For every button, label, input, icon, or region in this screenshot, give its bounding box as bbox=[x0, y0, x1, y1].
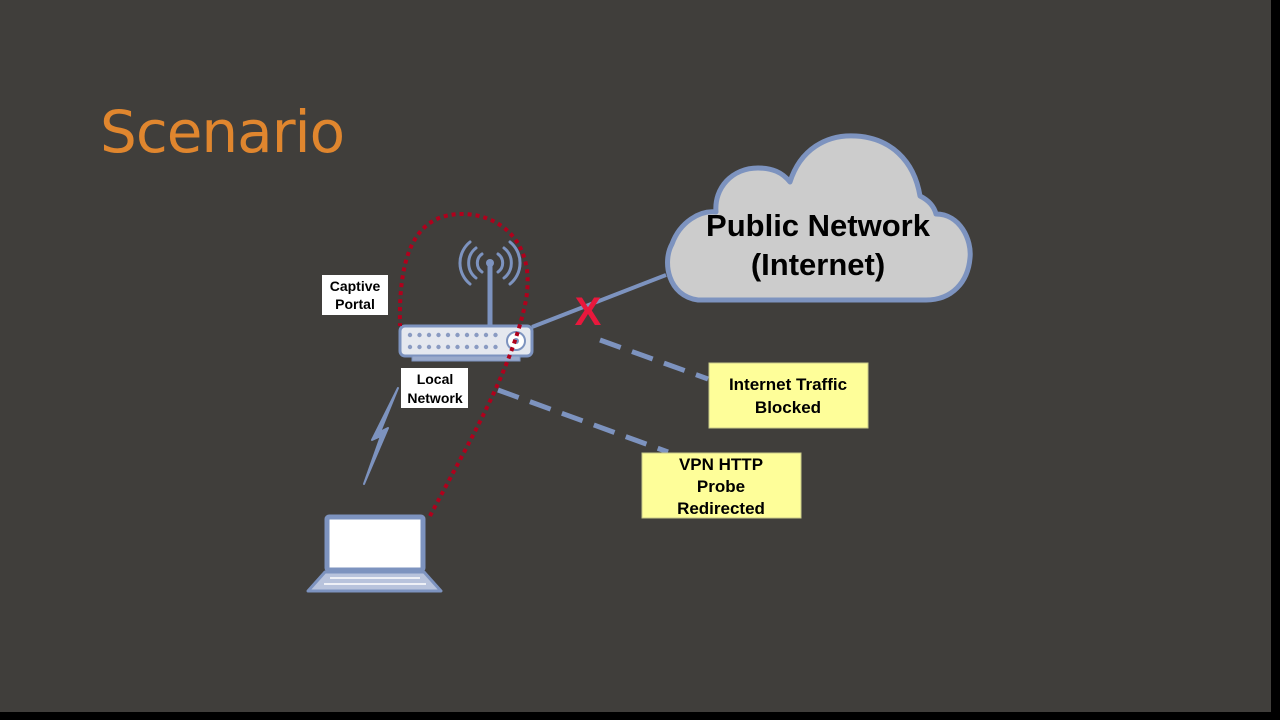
internet-blocked-line2: Blocked bbox=[755, 398, 821, 417]
blocked-leader-line bbox=[599, 337, 709, 382]
internet-blocked-callout: Internet Traffic Blocked bbox=[708, 362, 869, 429]
router-port-led bbox=[436, 332, 441, 338]
captive-portal-line2: Portal bbox=[335, 296, 375, 312]
vpn-probe-callout: VPN HTTP Probe Redirected bbox=[641, 452, 802, 519]
router-port-led bbox=[474, 344, 479, 350]
blocked-x-marker: X bbox=[575, 290, 602, 334]
router-port-led bbox=[417, 344, 422, 350]
laptop-screen bbox=[324, 514, 426, 573]
router-port-led bbox=[455, 332, 460, 338]
public-network-cloud: Public Network (Internet) bbox=[665, 133, 973, 303]
router-port-led bbox=[436, 344, 441, 350]
local-network-line2: Network bbox=[407, 390, 462, 406]
router-port-led bbox=[474, 332, 479, 338]
router-port-led bbox=[445, 344, 451, 350]
router bbox=[398, 240, 534, 362]
laptop-icon bbox=[306, 514, 443, 593]
vpn-probe-line2: Probe bbox=[697, 477, 745, 496]
cloud-title-line2: (Internet) bbox=[751, 247, 885, 282]
router-internet-link bbox=[531, 273, 667, 329]
router-port-led bbox=[483, 332, 489, 338]
router-port-led bbox=[493, 332, 498, 338]
cloud-shape bbox=[665, 133, 973, 303]
laptop-keyboard-base bbox=[306, 570, 443, 593]
router-port-led bbox=[445, 332, 451, 338]
router-port-led bbox=[426, 344, 432, 350]
vpn-probe-line3: Redirected bbox=[677, 499, 765, 518]
router-port-led bbox=[426, 332, 432, 338]
captive-redirect-path bbox=[397, 211, 530, 517]
vpn-probe-line1: VPN HTTP bbox=[679, 455, 763, 474]
router-port-led bbox=[407, 332, 413, 338]
probe-leader-line bbox=[497, 387, 669, 455]
router-port-led bbox=[464, 344, 470, 350]
router-port-led bbox=[407, 344, 413, 350]
captive-portal-label: Captive Portal bbox=[322, 275, 388, 315]
router-port-leds bbox=[407, 332, 498, 350]
wireless-link-icon bbox=[363, 387, 399, 485]
router-port-led bbox=[483, 344, 489, 350]
router-port-led bbox=[464, 332, 470, 338]
router-port-led bbox=[455, 344, 460, 350]
wifi-signal-icon bbox=[458, 240, 522, 286]
captive-portal-line1: Captive bbox=[330, 278, 381, 294]
cloud-title-line1: Public Network bbox=[706, 208, 931, 243]
router-port-led bbox=[493, 344, 498, 350]
internet-blocked-line1: Internet Traffic bbox=[729, 375, 847, 394]
local-network-label: Local Network bbox=[401, 368, 468, 408]
slide-title: Scenario bbox=[100, 98, 345, 166]
local-network-line1: Local bbox=[417, 371, 454, 387]
router-port-led bbox=[417, 332, 422, 338]
